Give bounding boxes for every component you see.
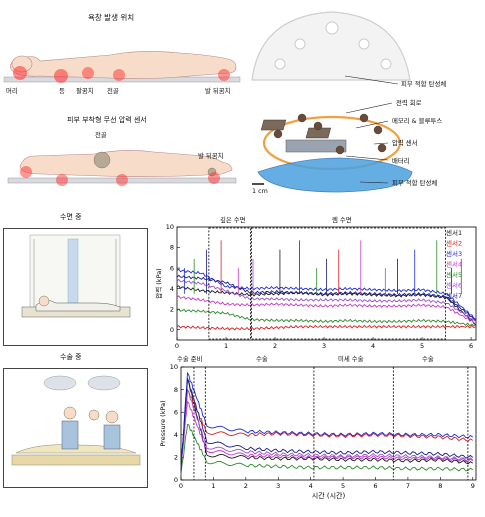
x-tick-label: 5	[341, 482, 345, 490]
sleep-panel-title: 수면 중	[60, 213, 82, 221]
legend-entry-3: 센서3	[446, 249, 462, 258]
x-tick-label: 6	[469, 342, 473, 350]
series-line-1	[180, 378, 474, 469]
series-line-2	[176, 324, 477, 331]
legend-entry-6: 센서6	[446, 281, 462, 290]
phase-box-1	[208, 227, 251, 340]
x-axis-label: 시간 (시간)	[312, 491, 346, 500]
series-line-4	[180, 400, 474, 470]
site-label-back: 등	[59, 87, 65, 95]
series-line-5	[180, 423, 474, 476]
surgery-panel-title: 수술 중	[60, 353, 82, 361]
legend-entry-4: 센서4	[446, 260, 462, 269]
x-tick-label: 4	[371, 342, 375, 350]
sleep-phase-deep: 깊은 수면	[220, 216, 246, 224]
legend-entry-5: 센서5	[446, 270, 462, 279]
site-label-head: 머리	[6, 87, 18, 95]
y-tick-label: 0	[170, 326, 174, 334]
device-exploded-view	[251, 11, 413, 193]
x-tick-label: 5	[420, 342, 424, 350]
layer-label-elastomer-top: 피부 적합 탄성체	[401, 80, 447, 88]
y-tick-label: 8	[174, 386, 178, 394]
plot-frame	[180, 366, 477, 481]
x-tick-label: 9	[471, 482, 475, 490]
y-tick-label: 4	[170, 285, 174, 293]
layer-label-memory-bluetooth: 메모리 & 블루투스	[392, 117, 443, 125]
layer-label-elastomer-bottom: 피부 적합 탄성체	[392, 179, 438, 187]
x-tick-label: 0	[179, 482, 183, 490]
ulcer-hotspots-2	[20, 166, 220, 186]
series-line-5	[176, 308, 476, 327]
layer-label-battery: 배터리	[392, 157, 410, 165]
y-tick-label: 0	[174, 476, 178, 484]
x-tick-label: 2	[273, 342, 277, 350]
plot-frame	[176, 226, 477, 341]
x-tick-label: 4	[309, 482, 313, 490]
sleep-illustration	[3, 228, 148, 346]
pressure-ulcer-title: 욕창 발생 위치	[88, 13, 135, 22]
y-tick-label: 10	[166, 223, 174, 231]
surgery-illustration	[3, 368, 148, 488]
series-line-6	[180, 389, 474, 470]
x-tick-label: 2	[244, 482, 248, 490]
x-tick-label: 6	[373, 482, 377, 490]
series-line-7	[180, 378, 474, 471]
y-axis-label: Pressure (kPa)	[159, 400, 167, 446]
x-tick-label: 3	[322, 342, 326, 350]
site-label-elbow: 팔꿈치	[76, 87, 94, 95]
x-tick-label: 8	[438, 482, 442, 490]
series-line-3	[180, 371, 474, 470]
legend-entry-1: 센서1	[446, 228, 462, 237]
site-label-sacrum: 천골	[107, 87, 119, 95]
wireless-sensor-title: 피부 부착형 무선 압력 센서	[67, 116, 147, 124]
y-tick-label: 6	[174, 408, 178, 416]
surgery-phase-prep: 수술 준비	[177, 355, 203, 363]
surgery-phase-surgery: 수술	[256, 355, 268, 363]
x-tick-label: 0	[175, 342, 179, 350]
y-tick-label: 8	[170, 244, 174, 252]
sacrum-label: 천골	[95, 131, 107, 139]
series-line-4	[176, 295, 477, 325]
series-line-2	[180, 388, 474, 469]
ulcer-hotspots-1	[13, 66, 230, 83]
site-label-heel: 발 뒤꿈치	[205, 87, 231, 95]
x-tick-label: 1	[224, 342, 228, 350]
layer-label-power-circuit: 전력 회로	[396, 99, 422, 107]
y-tick-label: 6	[170, 264, 174, 272]
y-tick-label: 2	[174, 454, 178, 462]
y-tick-label: 4	[174, 431, 178, 439]
sleep-phase-rem: 렘 수면	[332, 216, 352, 224]
series-line-6	[176, 278, 477, 322]
legend-entry-7: 센서7	[446, 291, 462, 300]
y-axis-label: 압력 (kPa)	[155, 268, 163, 298]
device-leader-lines	[344, 75, 399, 184]
series-line-7	[176, 274, 477, 321]
phase-box-2	[251, 227, 447, 340]
heel-label: 발 뒤꿈치	[198, 152, 224, 160]
x-tick-label: 3	[276, 482, 280, 490]
surgery-phase-surgery-2: 수술	[422, 355, 434, 363]
legend-entry-2: 센서2	[446, 239, 462, 248]
surgery-phase-microsurgery: 미세 수술	[338, 355, 364, 363]
series-line-3	[176, 268, 477, 320]
x-tick-label: 7	[406, 482, 410, 490]
y-tick-label: 2	[170, 305, 174, 313]
scale-bar-label: 1 cm	[252, 187, 268, 195]
x-tick-label: 1	[211, 482, 215, 490]
layer-label-pressure-sensor: 압력 센서	[392, 139, 418, 147]
y-tick-label: 10	[170, 363, 178, 371]
